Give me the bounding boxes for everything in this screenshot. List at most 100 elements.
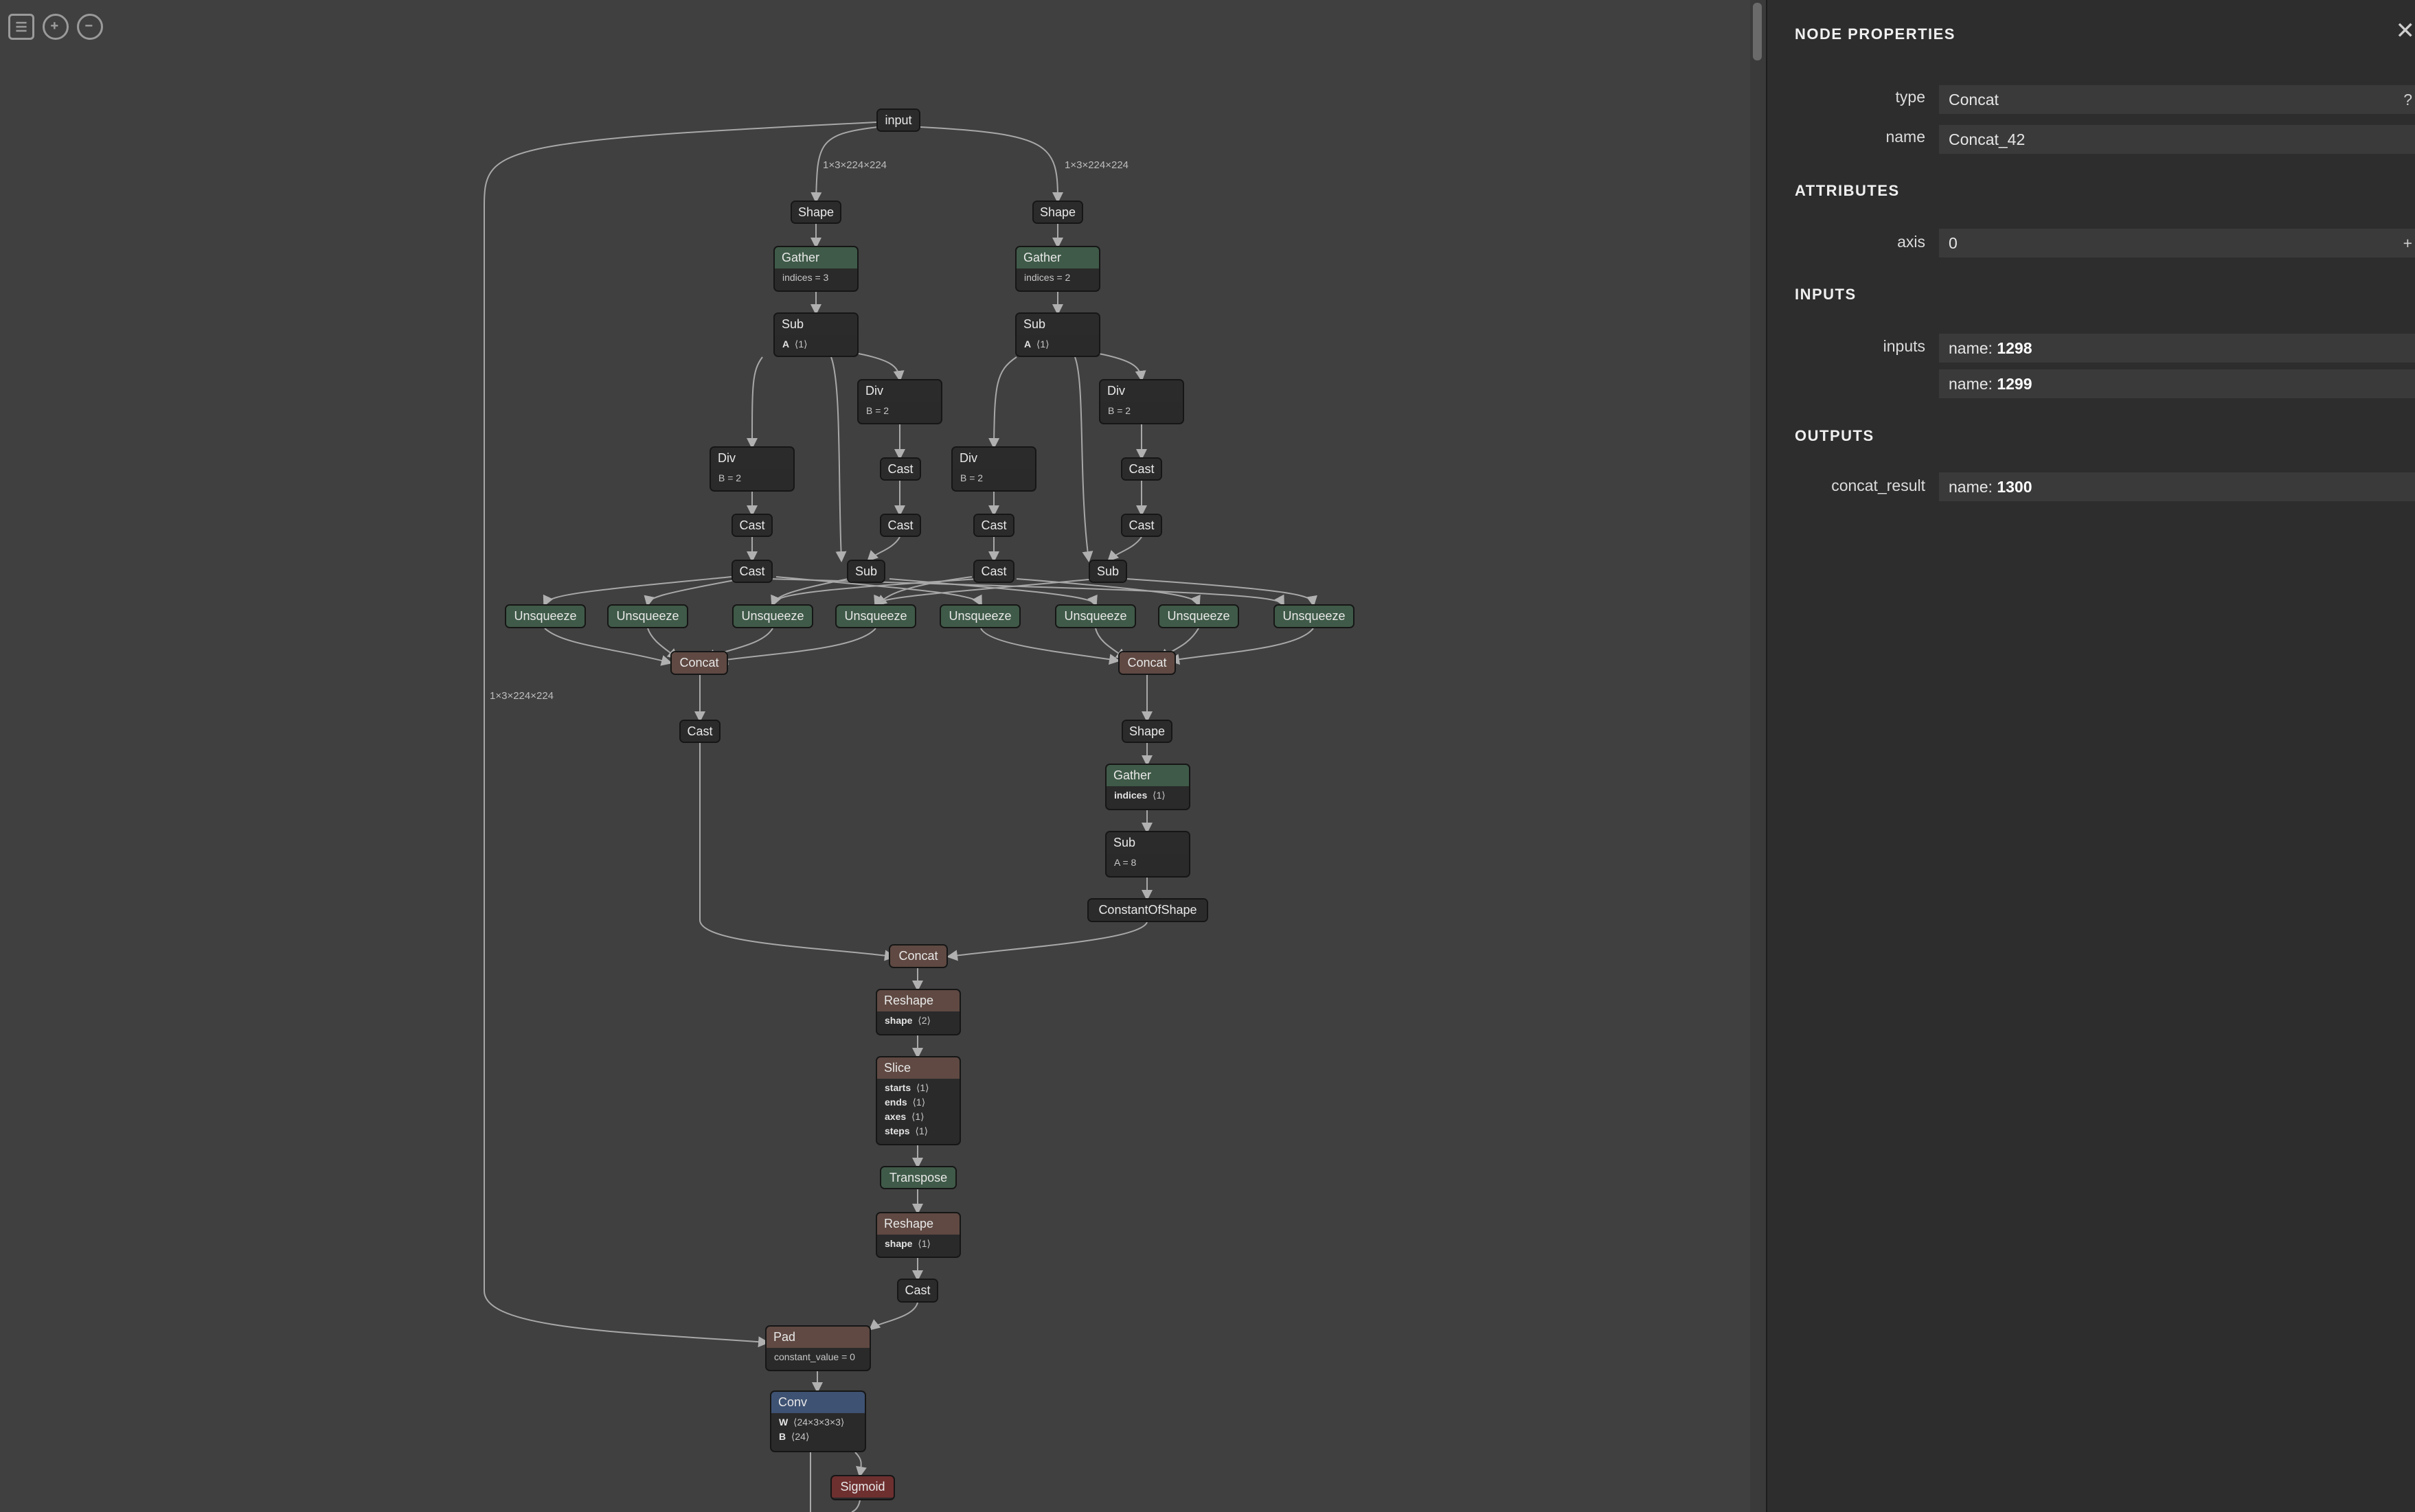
node-attr: indices = 3	[782, 272, 829, 283]
edge-label: 1×3×224×224	[823, 159, 887, 171]
node-attr: B = 2	[866, 405, 889, 416]
node-cast[interactable]: Cast	[1121, 457, 1162, 481]
zoom-out-button[interactable]	[77, 14, 103, 40]
node-cast[interactable]: Cast	[732, 514, 773, 537]
output-value[interactable]: name: 1300	[1939, 472, 2415, 501]
inputs-title: INPUTS	[1795, 286, 1857, 303]
node-attr: steps ⟨1⟩	[885, 1125, 929, 1136]
node-unsqueeze[interactable]: Unsqueeze	[1158, 604, 1239, 628]
node-cast[interactable]: Cast	[897, 1279, 938, 1303]
expand-icon[interactable]: +	[2403, 234, 2412, 252]
node-label: Reshape	[877, 1213, 960, 1235]
help-icon[interactable]: ?	[2403, 91, 2412, 108]
node-shape[interactable]: Shape	[1122, 720, 1172, 743]
node-concat-selected[interactable]: Concat	[1118, 651, 1176, 675]
type-value[interactable]: Concat?	[1939, 85, 2415, 114]
node-label: Unsqueeze	[734, 606, 812, 627]
node-cast[interactable]: Cast	[973, 560, 1014, 583]
node-label: Cast	[898, 1280, 937, 1301]
node-div[interactable]: Div B = 2	[951, 446, 1036, 492]
panel-splitter[interactable]	[1750, 0, 1766, 1512]
node-sub[interactable]: Sub	[1089, 560, 1127, 583]
node-unsqueeze[interactable]: Unsqueeze	[940, 604, 1021, 628]
panel-title: NODE PROPERTIES	[1795, 25, 1955, 43]
node-sigmoid[interactable]: Sigmoid	[830, 1475, 895, 1500]
edge-label: 1×3×224×224	[490, 690, 554, 702]
node-label: Unsqueeze	[1159, 606, 1238, 627]
node-label: Unsqueeze	[1275, 606, 1353, 627]
node-label: Transpose	[881, 1167, 955, 1188]
node-conv[interactable]: Conv W ⟨24×3×3×3⟩ B ⟨24⟩	[770, 1390, 866, 1452]
node-label: Cast	[733, 515, 771, 536]
node-label: Slice	[877, 1057, 960, 1079]
canvas-scrollbar[interactable]	[1753, 3, 1762, 60]
node-cast[interactable]: Cast	[880, 457, 921, 481]
node-concat[interactable]: Concat	[670, 651, 728, 675]
node-label: Unsqueeze	[1056, 606, 1135, 627]
node-attr: indices = 2	[1024, 272, 1071, 283]
name-label: name	[1885, 128, 1925, 146]
node-input[interactable]: input	[876, 108, 920, 132]
node-label: ConstantOfShape	[1089, 900, 1207, 921]
node-label: Div	[711, 448, 793, 469]
menu-button[interactable]	[8, 14, 34, 40]
node-cast[interactable]: Cast	[880, 514, 921, 537]
node-constantofshape[interactable]: ConstantOfShape	[1087, 898, 1208, 922]
node-unsqueeze[interactable]: Unsqueeze	[505, 604, 586, 628]
input-value[interactable]: name: 1298	[1939, 334, 2415, 363]
node-cast[interactable]: Cast	[1121, 514, 1162, 537]
node-cast[interactable]: Cast	[732, 560, 773, 583]
node-reshape[interactable]: Reshape shape ⟨1⟩	[876, 1212, 961, 1258]
node-label: Cast	[881, 515, 920, 536]
node-label: Concat	[1120, 652, 1175, 674]
node-attr: B = 2	[960, 472, 984, 483]
node-label: Cast	[1122, 459, 1161, 479]
node-unsqueeze[interactable]: Unsqueeze	[732, 604, 813, 628]
zoom-in-button[interactable]	[43, 14, 69, 40]
node-sub[interactable]: Sub	[847, 560, 885, 583]
node-label: Cast	[975, 515, 1013, 536]
node-attr: shape ⟨1⟩	[885, 1238, 931, 1249]
graph-canvas[interactable]: 1×3×224×224 1×3×224×224 1×3×224×224 inpu…	[0, 0, 1750, 1512]
node-unsqueeze[interactable]: Unsqueeze	[1273, 604, 1354, 628]
node-label: Cast	[1122, 515, 1161, 536]
axis-value[interactable]: 0+	[1939, 229, 2415, 257]
close-icon[interactable]: ✕	[2395, 18, 2415, 44]
node-cast[interactable]: Cast	[679, 720, 721, 743]
node-concat[interactable]: Concat	[889, 944, 948, 968]
node-unsqueeze[interactable]: Unsqueeze	[835, 604, 916, 628]
node-slice[interactable]: Slice starts ⟨1⟩ ends ⟨1⟩ axes ⟨1⟩ steps…	[876, 1056, 961, 1145]
input-value[interactable]: name: 1299	[1939, 369, 2415, 398]
node-unsqueeze[interactable]: Unsqueeze	[607, 604, 688, 628]
node-unsqueeze[interactable]: Unsqueeze	[1055, 604, 1136, 628]
node-cast[interactable]: Cast	[973, 514, 1014, 537]
node-label: Div	[953, 448, 1035, 469]
node-label: Concat	[672, 652, 727, 674]
node-label: Cast	[975, 561, 1013, 582]
node-label: Cast	[733, 561, 771, 582]
node-label: Sub	[1090, 561, 1126, 582]
node-label: Conv	[771, 1392, 865, 1413]
node-attr: indices ⟨1⟩	[1114, 790, 1166, 801]
name-value[interactable]: Concat_42	[1939, 125, 2415, 154]
node-label: Reshape	[877, 990, 960, 1011]
node-attr: B ⟨24⟩	[779, 1431, 810, 1442]
node-transpose[interactable]: Transpose	[880, 1166, 957, 1189]
node-label: Pad	[767, 1327, 870, 1348]
node-label: Unsqueeze	[506, 606, 585, 627]
node-label: Unsqueeze	[941, 606, 1019, 627]
node-shape[interactable]: Shape	[1032, 201, 1083, 224]
node-attr: A ⟨1⟩	[782, 339, 808, 350]
node-shape[interactable]: Shape	[791, 201, 841, 224]
